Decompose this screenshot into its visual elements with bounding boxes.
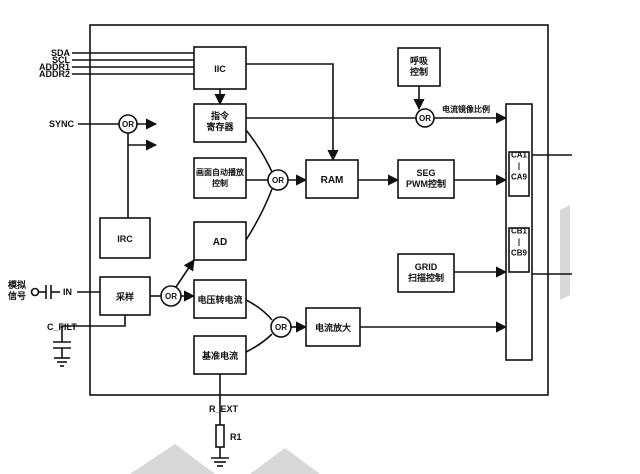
breath-control-line: 控制 — [410, 66, 428, 77]
ca-pin-line: CA1 — [511, 151, 528, 160]
auto-play-control-line: 画面自动播放 — [196, 167, 245, 177]
resistor-r1 — [215, 424, 225, 448]
ram-block — [305, 159, 359, 199]
or-gate-sample-label: OR — [165, 292, 177, 301]
cb-pin-line: CB9 — [511, 249, 528, 258]
ram-label: RAM — [321, 175, 344, 186]
sample-block — [99, 276, 151, 316]
cmd-register-block — [193, 103, 247, 143]
or-gate-mirror-label: OR — [419, 114, 431, 123]
analog-signal-label: 模拟信号 — [8, 279, 26, 301]
or-gate-main-label: OR — [272, 176, 284, 185]
breath-control-label: 呼吸控制 — [410, 55, 429, 77]
grid-scan-line: 扫描控制 — [408, 272, 444, 283]
cb-pin-group — [508, 227, 530, 273]
pin-r-ext: R_EXT — [209, 404, 239, 414]
i2c-pins: SDA SCL ADDR1 ADDR2 — [39, 48, 194, 79]
reference-current-block — [193, 335, 247, 375]
breath-control-block — [397, 47, 441, 87]
iic-label: IIC — [214, 64, 226, 74]
ca-pin-group — [508, 151, 530, 197]
seg-pwm-line: PWM控制 — [406, 178, 446, 189]
current-amplifier-block — [305, 307, 361, 347]
pin-addr2: ADDR2 — [39, 69, 70, 79]
pin-sync: SYNC — [49, 119, 75, 129]
ca-pin-line: CA9 — [511, 173, 528, 182]
pin-c-filt: C_FILT — [47, 322, 77, 332]
watermark-shape — [130, 444, 215, 474]
irc-label: IRC — [117, 234, 133, 244]
voltage-to-current-block — [193, 279, 247, 319]
seg-pwm-line: SEG — [416, 168, 435, 178]
ca-pin-line: | — [518, 162, 520, 171]
auto-play-control-label: 画面自动播放控制 — [196, 167, 245, 188]
r1-label: R1 — [230, 432, 242, 442]
cb-pin-line: | — [518, 238, 520, 247]
grid-scan-block — [397, 253, 455, 293]
pin-scl: SCL — [52, 55, 71, 65]
reference-current-label: 基准电流 — [201, 350, 238, 361]
current-mirror-ratio-label: 电流镜像比例 — [442, 104, 490, 114]
cmd-register-line1: 指令 — [211, 110, 230, 121]
voltage-to-current-label: 电压转电流 — [197, 294, 242, 305]
cmd-register-label: 指令寄存器 — [206, 110, 234, 132]
ad-label: AD — [213, 237, 227, 248]
auto-play-control-line: 控制 — [212, 178, 228, 188]
watermark-shape — [250, 448, 320, 474]
auto-play-control-block — [193, 157, 247, 199]
cb-pin-label: CB1 | CB9 — [511, 227, 528, 258]
breath-control-line: 呼吸 — [410, 55, 429, 66]
analog-signal-line: 模拟 — [8, 279, 26, 290]
watermark-shape — [560, 205, 570, 300]
cmd-register-line1: 寄存器 — [206, 121, 234, 132]
cb-pin-line: CB1 — [511, 227, 528, 236]
ca-pin-label: CA1 | CA9 — [511, 151, 528, 182]
analog-signal-line: 信号 — [8, 290, 26, 301]
grid-scan-line: GRID — [415, 262, 438, 272]
input-terminal — [30, 287, 40, 297]
or-gate-sync-label: OR — [122, 120, 134, 129]
ad-block — [193, 221, 247, 261]
pin-sda: SDA — [51, 48, 71, 58]
pin-addr1: ADDR1 — [39, 62, 70, 72]
seg-pwm-block — [397, 159, 455, 199]
sample-label: 采样 — [115, 291, 134, 302]
pin-in: IN — [63, 287, 72, 297]
current-amplifier-label: 电流放大 — [315, 322, 351, 333]
or-gate-amp-label: OR — [275, 323, 287, 332]
irc-block — [99, 217, 151, 259]
